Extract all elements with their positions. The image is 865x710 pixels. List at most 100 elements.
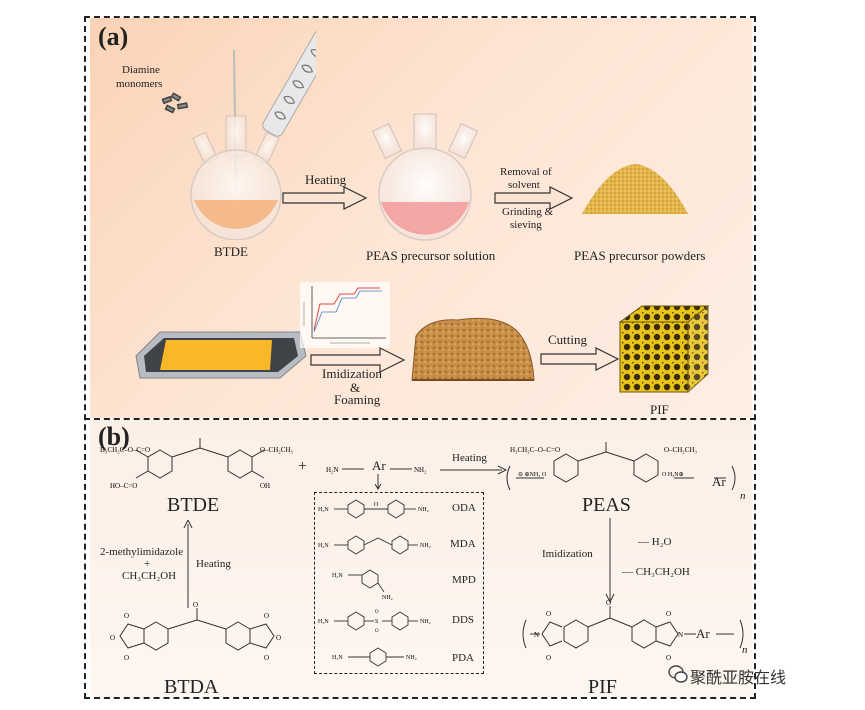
minus-ethanol: — CH₃CH₂OH (622, 566, 690, 578)
svg-text:O: O (374, 502, 379, 508)
oda-structure: H₂N O NH₂ (318, 499, 429, 519)
peas-structure: H₃CH₂C–O–C=O O–CH₂CH₃ ⊖ ⊕NH₃ O O H₃N⊕ (506, 442, 736, 491)
heating-top-arrow (440, 465, 508, 475)
grinding-label-2: sieving (510, 219, 542, 231)
heating-arrow (282, 186, 368, 210)
pif-text: PIF (588, 676, 617, 698)
mpd-structure: H₂N NH₂ (332, 569, 393, 600)
svg-text:O: O (110, 634, 115, 642)
svg-text:S: S (375, 619, 378, 625)
svg-text:O: O (375, 629, 379, 634)
svg-text:NH₂: NH₂ (414, 466, 427, 474)
plus-sign: + (298, 458, 308, 475)
dds-structure: H₂N S O O NH₂ (318, 610, 431, 634)
svg-text:O: O (193, 601, 198, 609)
btda-structure: O O O O O O O (110, 601, 281, 662)
pif-n-subscript: n (742, 644, 748, 656)
svg-text:N: N (534, 631, 539, 639)
diamine-label-1: Diamine (122, 64, 160, 76)
svg-text:O–CH₂CH₃: O–CH₂CH₃ (664, 446, 697, 454)
minus-water: — H₂O (638, 536, 672, 548)
figure-frame (84, 16, 756, 699)
watermark-text: 聚酰亚胺在线 (690, 668, 787, 687)
svg-text:OH: OH (260, 482, 270, 490)
panel-b-background (90, 420, 752, 698)
imidization-down-arrow (605, 518, 615, 604)
powder-pile-icon (582, 164, 688, 214)
pif-label-a: PIF (650, 402, 669, 417)
svg-text:H₂N: H₂N (332, 655, 343, 661)
btde-label: BTDE (214, 244, 248, 259)
diamine-mpd: MPD (452, 574, 476, 586)
svg-text:O: O (276, 634, 281, 642)
removal-label-2: solvent (508, 179, 540, 191)
btde-flask-icon (190, 30, 316, 240)
wechat-icon (668, 665, 688, 683)
svg-text:O: O (666, 654, 671, 662)
heating-left-arrow (183, 520, 193, 608)
ethanol-label: CH₃CH₂OH (122, 570, 177, 582)
diamine-label-2: monomers (116, 78, 163, 90)
heating-label: Heating (305, 172, 347, 187)
catalyst-plus: + (144, 558, 151, 570)
panel-a-label: (a) (98, 22, 129, 51)
svg-text:O H₃N⊕: O H₃N⊕ (662, 472, 684, 478)
svg-text:NH₂: NH₂ (418, 507, 429, 513)
svg-text:O: O (264, 612, 269, 620)
svg-text:O–CH₂CH₃: O–CH₂CH₃ (260, 446, 293, 454)
diamine-oda: ODA (452, 502, 476, 514)
svg-text:O: O (546, 654, 551, 662)
catalyst-label: 2-methylimidazole (100, 546, 184, 558)
svg-text:NH₂: NH₂ (406, 655, 417, 661)
svg-text:O: O (606, 599, 611, 607)
svg-text:O: O (264, 654, 269, 662)
panel-b-label: (b) (98, 422, 130, 451)
svg-text:NH₂: NH₂ (420, 543, 431, 549)
powders-label: PEAS precursor powders (574, 248, 706, 263)
foaming-label: Foaming (334, 392, 381, 407)
removal-label-1: Removal of (500, 166, 552, 178)
foam-loaf-icon (411, 317, 535, 381)
svg-text:H₃CH₂C–O–C=O: H₃CH₂C–O–C=O (510, 446, 560, 454)
diamine-mda: MDA (450, 538, 476, 550)
btde-structure: H₃CH₂C–O–C=O HO–C=O O–CH₂CH₃ OH (100, 438, 293, 490)
removal-arrow (494, 186, 574, 210)
svg-text:O: O (666, 610, 671, 618)
panel-divider (84, 418, 756, 420)
amp-label: & (350, 380, 361, 395)
imidization-arrow (310, 347, 406, 373)
imidization-label: Imidization (322, 366, 382, 381)
btde-text: BTDE (167, 494, 220, 516)
mold-tray-icon (135, 331, 307, 379)
svg-text:O: O (546, 610, 551, 618)
svg-text:NH₂: NH₂ (420, 619, 431, 625)
cutting-arrow (540, 347, 620, 371)
svg-text:O: O (375, 610, 379, 615)
pda-structure: H₂N NH₂ (332, 647, 417, 667)
pif-foam-cube-icon (618, 304, 710, 394)
mda-structure: H₂N NH₂ (318, 535, 431, 555)
diamine-pda: PDA (452, 652, 475, 664)
peas-text: PEAS (582, 494, 631, 516)
svg-text:O: O (124, 654, 129, 662)
svg-text:HO–C=O: HO–C=O (110, 482, 137, 490)
svg-text:H₂N: H₂N (332, 573, 343, 579)
svg-text:H₂N: H₂N (318, 543, 329, 549)
svg-text:O: O (124, 612, 129, 620)
heating-left-label: Heating (196, 558, 231, 570)
svg-text:⊖ ⊕NH₃ O: ⊖ ⊕NH₃ O (518, 472, 547, 478)
svg-text:H₂N: H₂N (318, 619, 329, 625)
imidization-b-label: Imidization (542, 548, 593, 560)
cutting-label: Cutting (548, 332, 588, 347)
diamine-monomer-box (314, 492, 484, 674)
pif-ar-label: Ar (696, 626, 710, 641)
svg-text:H₃CH₂C–O–C=O: H₃CH₂C–O–C=O (100, 446, 150, 454)
svg-text:H₂N: H₂N (326, 466, 339, 474)
diamine-general-structure: H₂N NH₂ (326, 466, 427, 490)
precursor-solution-flask-icon (371, 113, 479, 241)
precursor-solution-label: PEAS precursor solution (366, 248, 496, 263)
svg-text:H₂N: H₂N (318, 507, 329, 513)
heating-top-label: Heating (452, 452, 487, 464)
pif-structure: O O O O O N N (522, 599, 744, 662)
diamine-dds: DDS (452, 614, 475, 626)
